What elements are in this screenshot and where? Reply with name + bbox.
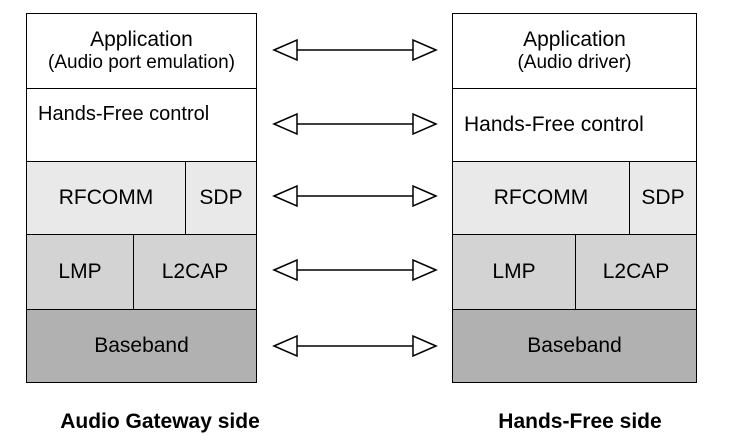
application-peer-arrow	[272, 38, 438, 62]
left-l2cap-layer: L2CAP	[133, 234, 257, 310]
left-lmp-label: LMP	[58, 259, 102, 283]
hands-free-control-peer-arrow	[272, 112, 438, 136]
right-l2cap-layer: L2CAP	[575, 234, 697, 310]
left-hands-free-control-label: Hands-Free control	[38, 103, 210, 125]
left-l2cap-label: L2CAP	[161, 259, 229, 283]
right-hands-free-control-label: Hands-Free control	[464, 112, 644, 136]
l2cap-peer-arrow	[272, 258, 438, 282]
right-lmp-label: LMP	[492, 259, 536, 283]
right-rfcomm-layer: RFCOMM	[452, 161, 630, 235]
baseband-peer-arrow	[272, 334, 438, 358]
right-l2cap-label: L2CAP	[602, 259, 670, 283]
right-sdp-layer: SDP	[629, 161, 697, 235]
rfcomm-peer-arrow	[272, 184, 438, 208]
right-rfcomm-label: RFCOMM	[493, 185, 589, 209]
left-sdp-layer: SDP	[185, 161, 257, 235]
audio-gateway-caption: Audio Gateway side	[60, 410, 260, 433]
left-baseband-layer: Baseband	[26, 309, 257, 383]
left-lmp-layer: LMP	[26, 234, 134, 310]
right-baseband-label: Baseband	[527, 333, 622, 357]
left-baseband-label: Baseband	[94, 333, 189, 357]
right-sdp-label: SDP	[641, 185, 685, 209]
hands-free-caption: Hands-Free side	[498, 410, 662, 433]
right-application-title: Application	[523, 28, 626, 51]
right-application-subtitle: (Audio driver)	[517, 52, 632, 74]
left-rfcomm-label: RFCOMM	[58, 185, 154, 209]
left-application-subtitle: (Audio port emulation)	[48, 52, 235, 74]
left-sdp-label: SDP	[199, 185, 243, 209]
right-application-layer: Application (Audio driver)	[452, 13, 697, 89]
right-lmp-layer: LMP	[452, 234, 576, 310]
left-application-title: Application	[90, 28, 193, 51]
right-baseband-layer: Baseband	[452, 309, 697, 383]
left-application-layer: Application (Audio port emulation)	[26, 13, 257, 89]
right-hands-free-control-layer: Hands-Free control	[452, 88, 697, 162]
left-hands-free-control-layer: Hands-Free control	[26, 88, 257, 162]
